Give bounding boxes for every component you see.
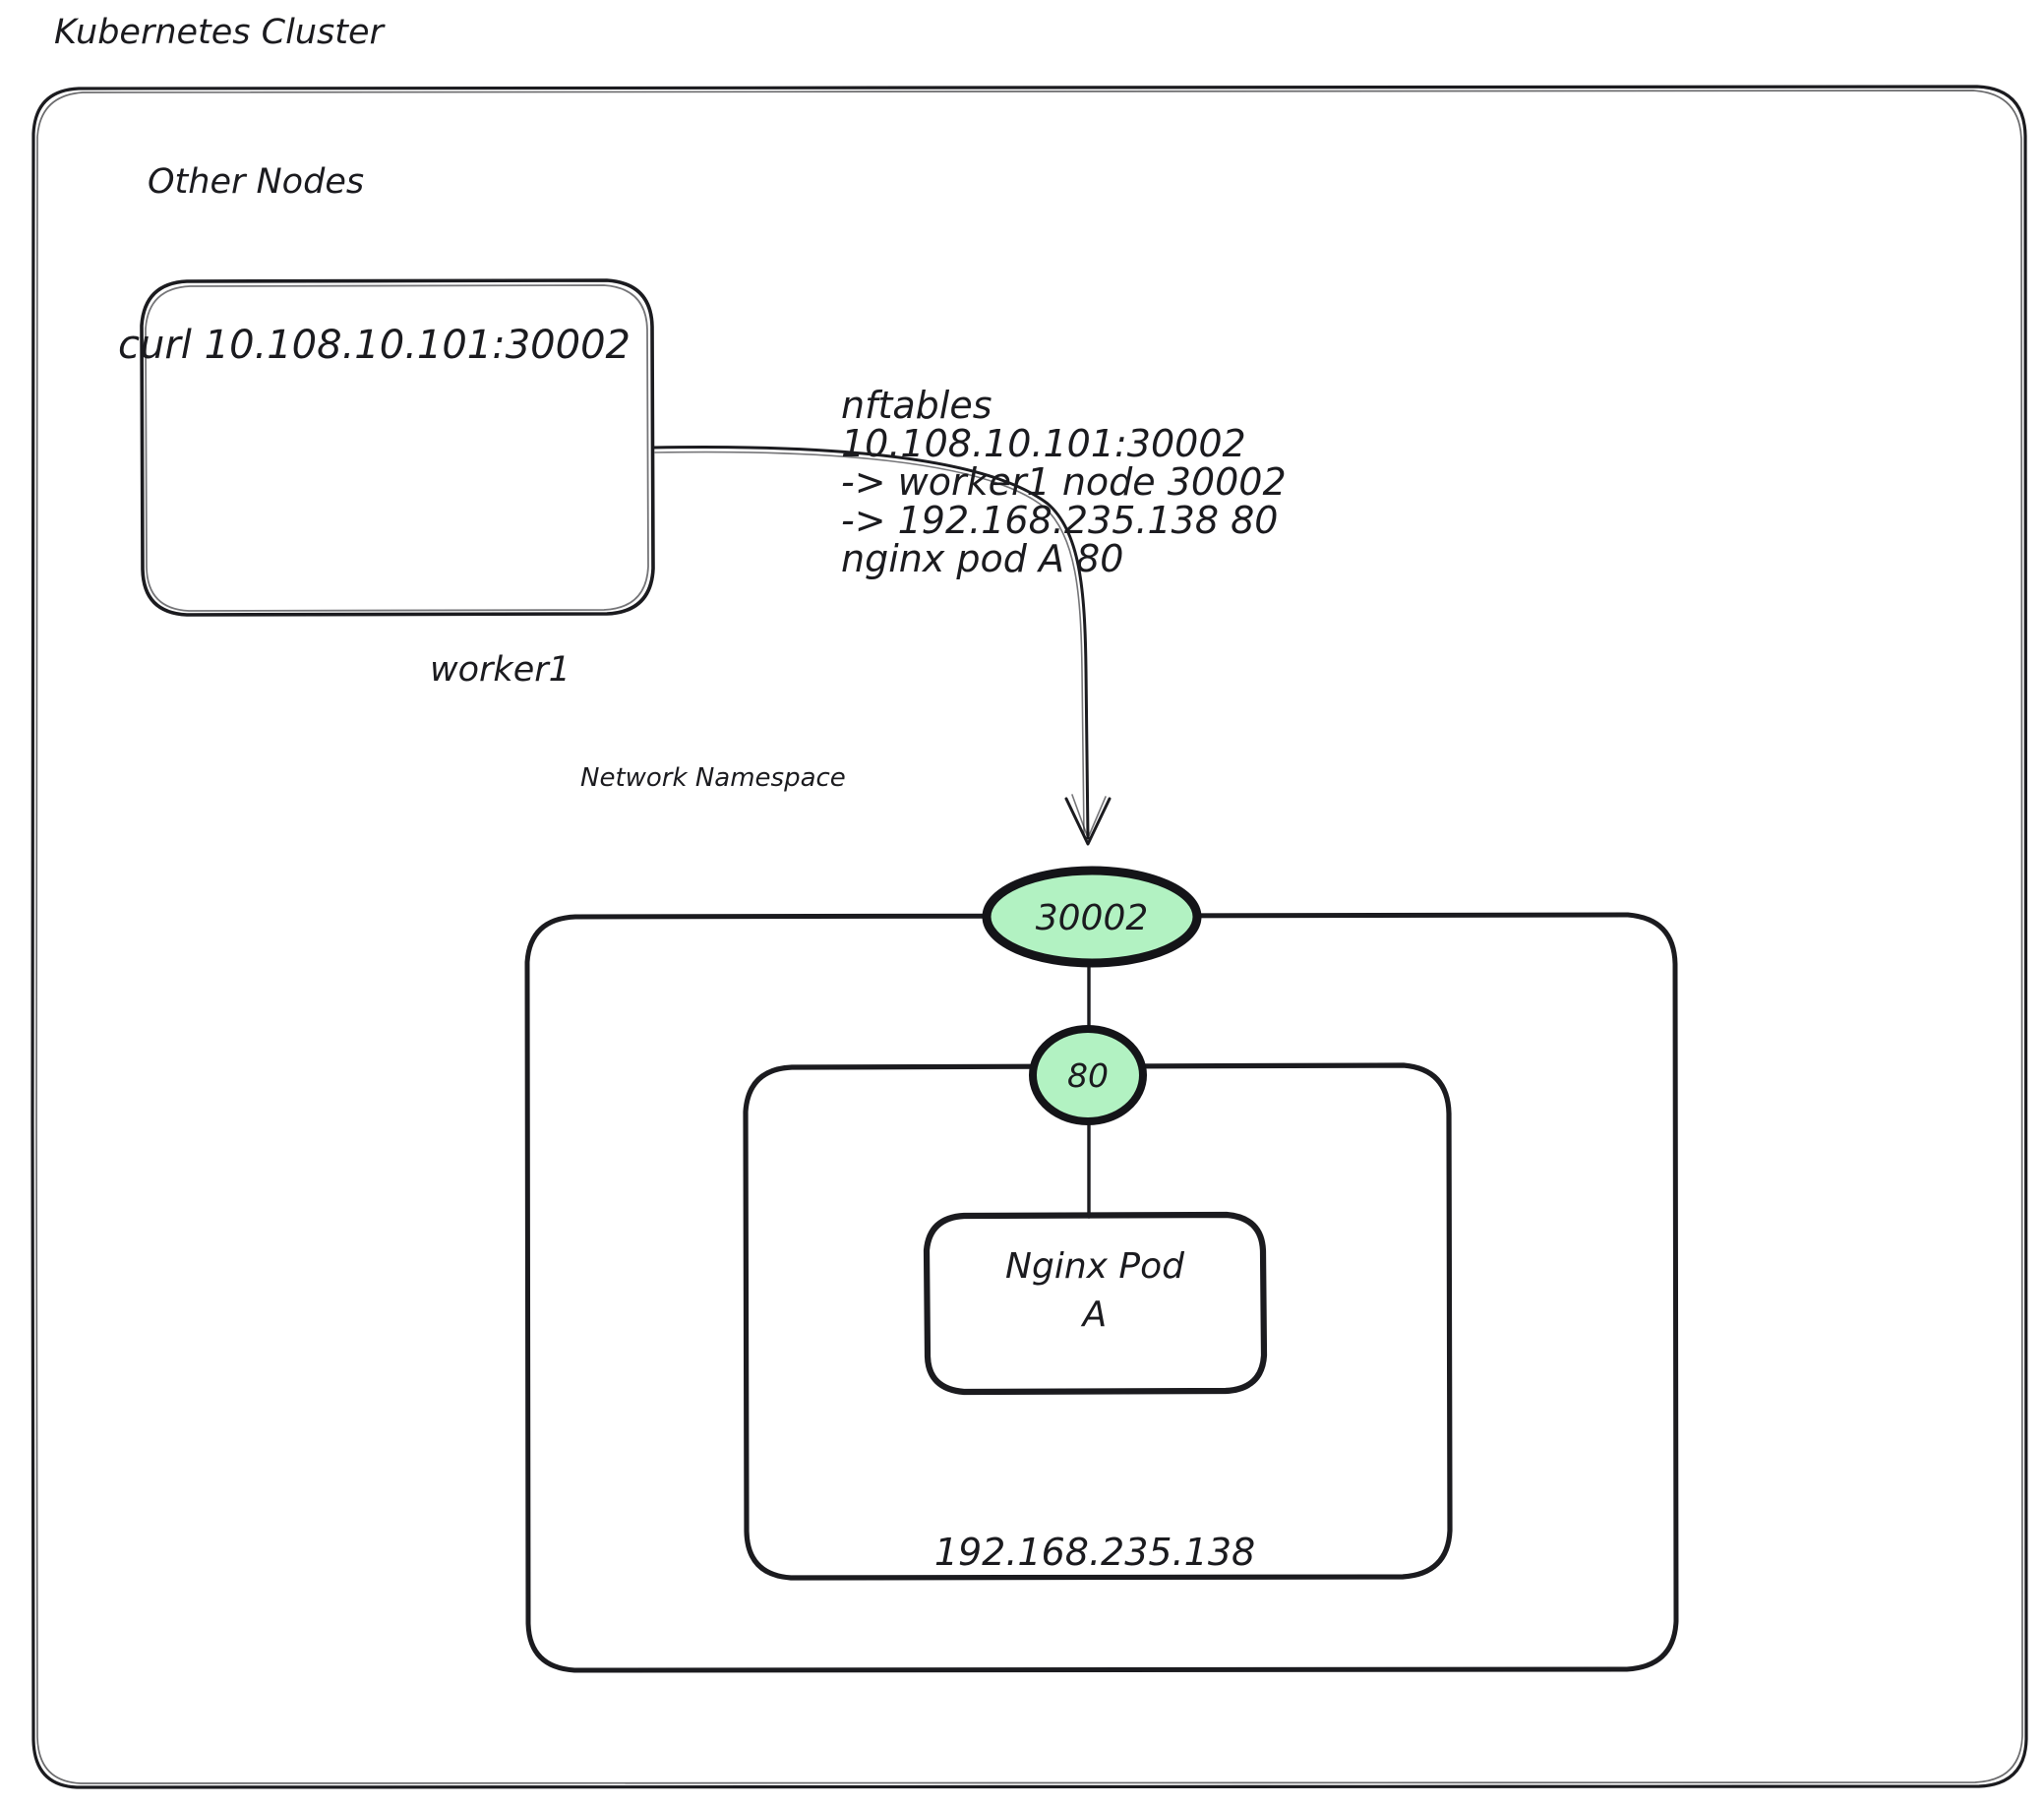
nodeport-value: 30002 xyxy=(1036,898,1149,938)
nftables-line-3: -> worker1 node 30002 xyxy=(841,460,1287,504)
nodeport-ellipse[interactable] xyxy=(982,866,1202,968)
other-nodes-box xyxy=(140,278,655,617)
curl-command-text: curl 10.108.10.101:30002 xyxy=(118,323,631,368)
kubernetes-cluster-boundary xyxy=(30,85,2028,1789)
nftables-line-5: nginx pod A 80 xyxy=(841,537,1123,580)
pod-name-line-2: A xyxy=(1081,1294,1108,1335)
cluster-title: Kubernetes Cluster xyxy=(54,13,387,52)
nftables-line-2: 10.108.10.101:30002 xyxy=(841,422,1246,465)
network-namespace-label: Network Namespace xyxy=(580,763,846,793)
nginx-pod-box xyxy=(923,1211,1268,1396)
worker1-label: worker1 xyxy=(430,650,571,690)
nftables-line-4: -> 192.168.235.138 80 xyxy=(841,499,1278,542)
containerport-value: 80 xyxy=(1067,1056,1109,1095)
containerport-ellipse[interactable] xyxy=(1029,1025,1147,1125)
worker1-box xyxy=(524,912,1679,1673)
nodeport-traffic-arrow xyxy=(651,446,1112,846)
nftables-line-1: nftables xyxy=(841,384,992,427)
pod-name-line-1: Nginx Pod xyxy=(1005,1246,1185,1287)
other-nodes-label: Other Nodes xyxy=(148,162,364,202)
network-namespace-box xyxy=(743,1062,1453,1581)
pod-ip-label: 192.168.235.138 xyxy=(934,1531,1255,1574)
